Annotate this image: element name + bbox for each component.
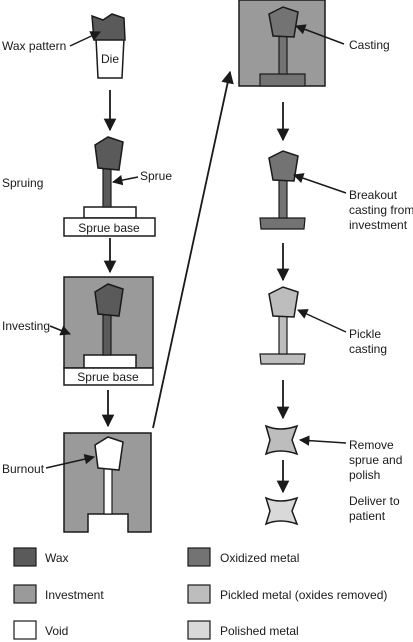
casting-label: Casting — [349, 38, 390, 52]
pickle-pointer — [297, 309, 347, 333]
breakout-label-line-2: casting from — [349, 203, 413, 217]
deliver-step: Deliver to patient — [264, 494, 400, 526]
legend-label-void: Void — [45, 624, 68, 638]
breakout-crown — [268, 150, 299, 182]
pickle-step: Pickle casting — [259, 286, 387, 365]
arrow-burnout-to-casting — [152, 70, 234, 429]
pickle-sprue-rod — [278, 313, 288, 355]
wax-pattern-pointer — [69, 31, 101, 47]
investing-sprue-base-plate — [63, 367, 154, 386]
sprue-base-top — [83, 206, 137, 219]
legend-label-pickled-metal: Pickled metal (oxides removed) — [220, 588, 387, 602]
remove-label-line-2: sprue and — [349, 453, 402, 467]
legend-item-polished-metal: Polished metal — [187, 620, 299, 640]
pickle-label-line-1: Pickle — [349, 327, 381, 341]
wax-pattern-step: Die Wax pattern — [2, 13, 126, 79]
casting-button — [259, 73, 306, 87]
casting-crown — [268, 6, 299, 38]
pickle-label-line-2: casting — [349, 342, 387, 356]
investing-sprue-base-label: Sprue base — [77, 370, 139, 384]
legend-item-wax: Wax — [13, 547, 69, 567]
legend-swatch-wax — [13, 547, 37, 567]
breakout-sprue-rod — [278, 177, 288, 219]
legend-label-polished-metal: Polished metal — [220, 624, 299, 638]
breakout-label-line-1: Breakout — [349, 188, 398, 202]
wax-pattern-crown — [91, 13, 126, 41]
sprue-pointer — [111, 174, 139, 186]
breakout-pointer — [293, 173, 347, 194]
legend-item-investment: Investment — [13, 584, 104, 604]
burnout-sprue-channel — [103, 465, 113, 515]
wax-pattern-label: Wax pattern — [2, 39, 66, 53]
burnout-label: Burnout — [2, 462, 45, 476]
remove-pointer — [298, 435, 347, 446]
burnout-pointer — [45, 453, 96, 469]
breakout-label-line-3: investment — [349, 218, 408, 232]
remove-label-line-3: polish — [349, 468, 380, 482]
legend-item-void: Void — [13, 620, 68, 640]
legend-swatch-pickled-metal — [187, 584, 211, 604]
spruing-wax-crown — [94, 136, 124, 171]
legend-label-investment: Investment — [45, 588, 104, 602]
legend-item-oxidized-metal: Oxidized metal — [187, 547, 299, 567]
investing-pointer — [49, 325, 71, 336]
remove-label-line-1: Remove — [349, 438, 394, 452]
burnout-mold-void — [94, 436, 124, 471]
legend-swatch-void — [13, 620, 37, 640]
deliver-crown — [264, 496, 299, 526]
casting-pointer — [295, 24, 345, 45]
deliver-label-line-1: Deliver to — [349, 494, 400, 508]
sprue-base-label: Sprue base — [78, 221, 140, 235]
legend-swatch-investment — [13, 584, 37, 604]
pickle-base — [259, 353, 306, 365]
legend-swatch-oxidized-metal — [187, 547, 211, 567]
investing-label: Investing — [2, 319, 50, 333]
breakout-step: Breakout casting from investment — [259, 150, 413, 232]
sprue-label: Sprue — [140, 169, 172, 183]
remove-crown — [264, 424, 299, 456]
casting-step: Casting — [238, 0, 390, 87]
pickle-crown — [268, 286, 299, 318]
legend-label-wax: Wax — [45, 551, 69, 565]
spruing-step: Sprue base Spruing Sprue — [2, 136, 172, 237]
spruing-label: Spruing — [2, 176, 43, 190]
legend-swatch-polished-metal — [187, 620, 211, 640]
legend-label-oxidized-metal: Oxidized metal — [220, 551, 299, 565]
investing-step: Sprue base Investing — [2, 276, 154, 386]
remove-step: Remove sprue and polish — [264, 424, 402, 482]
casting-sprue-rod — [278, 33, 288, 75]
die-label: Die — [101, 52, 119, 66]
legend-item-pickled-metal: Pickled metal (oxides removed) — [187, 584, 387, 604]
investing-wax-crown — [94, 283, 124, 317]
burnout-step: Burnout — [2, 432, 152, 533]
legend: Wax Oxidized metal Investment Pickled me… — [13, 547, 387, 640]
sprue-base-plate — [63, 217, 156, 237]
deliver-label-line-2: patient — [349, 509, 386, 523]
investing-sprue-rod — [102, 311, 112, 356]
sprue-rod — [102, 165, 112, 208]
breakout-base — [259, 217, 306, 230]
investing-sprue-base-top — [83, 354, 137, 369]
